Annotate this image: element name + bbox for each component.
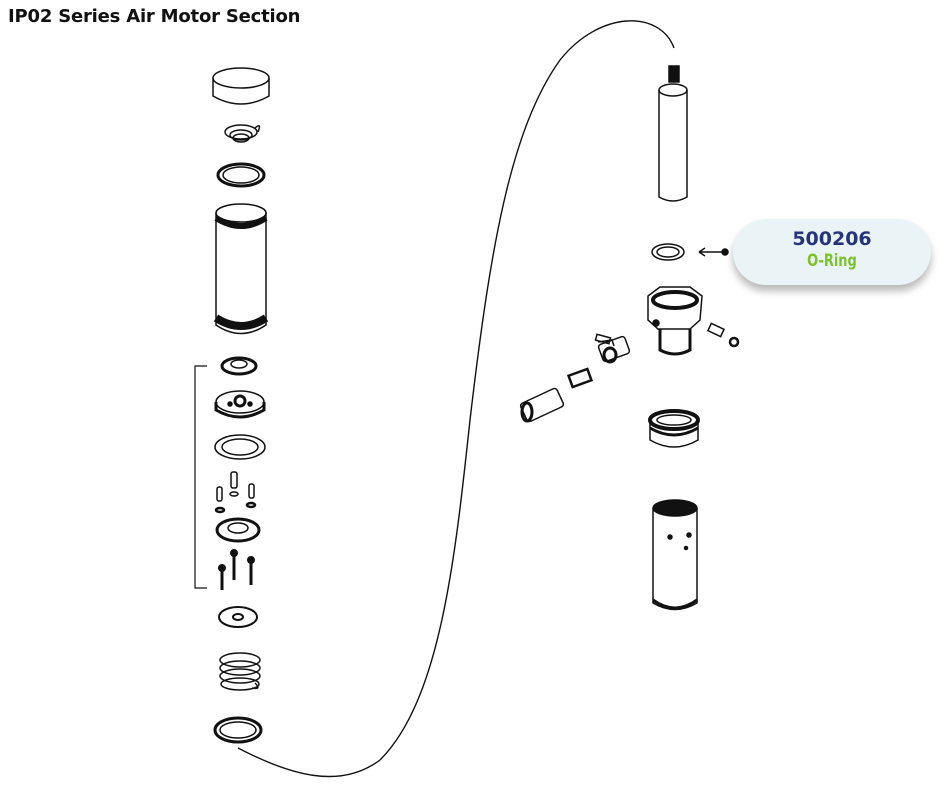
valve-plate bbox=[215, 517, 261, 543]
air-valve-body bbox=[647, 286, 703, 356]
air-hose bbox=[237, 20, 675, 778]
cylinder bbox=[213, 203, 269, 335]
spring bbox=[219, 652, 261, 691]
bearing-ring bbox=[648, 409, 700, 448]
side-fitting bbox=[706, 322, 740, 348]
sleeve bbox=[652, 499, 698, 611]
part-callout[interactable]: 500206 O-Ring bbox=[733, 219, 931, 285]
o-ring-top bbox=[216, 162, 266, 188]
valve-pins bbox=[214, 471, 257, 514]
washer bbox=[218, 606, 258, 628]
piston-rod bbox=[658, 65, 688, 202]
small-spring bbox=[224, 124, 261, 143]
nipple-fitting bbox=[566, 367, 594, 389]
part-number: 500206 bbox=[792, 228, 872, 250]
callout-leader bbox=[698, 247, 729, 257]
ball-valve bbox=[594, 333, 631, 364]
bolts bbox=[218, 549, 255, 590]
cap bbox=[212, 67, 270, 105]
seal-nut bbox=[220, 356, 258, 376]
bracket bbox=[194, 365, 207, 589]
part-name: O-Ring bbox=[807, 251, 857, 271]
diagram-title: IP02 Series Air Motor Section bbox=[8, 6, 301, 27]
quick-coupler bbox=[519, 387, 565, 423]
o-ring-bottom bbox=[213, 716, 263, 744]
gasket bbox=[214, 434, 266, 460]
piston bbox=[214, 390, 266, 419]
o-ring-500206 bbox=[651, 243, 685, 261]
